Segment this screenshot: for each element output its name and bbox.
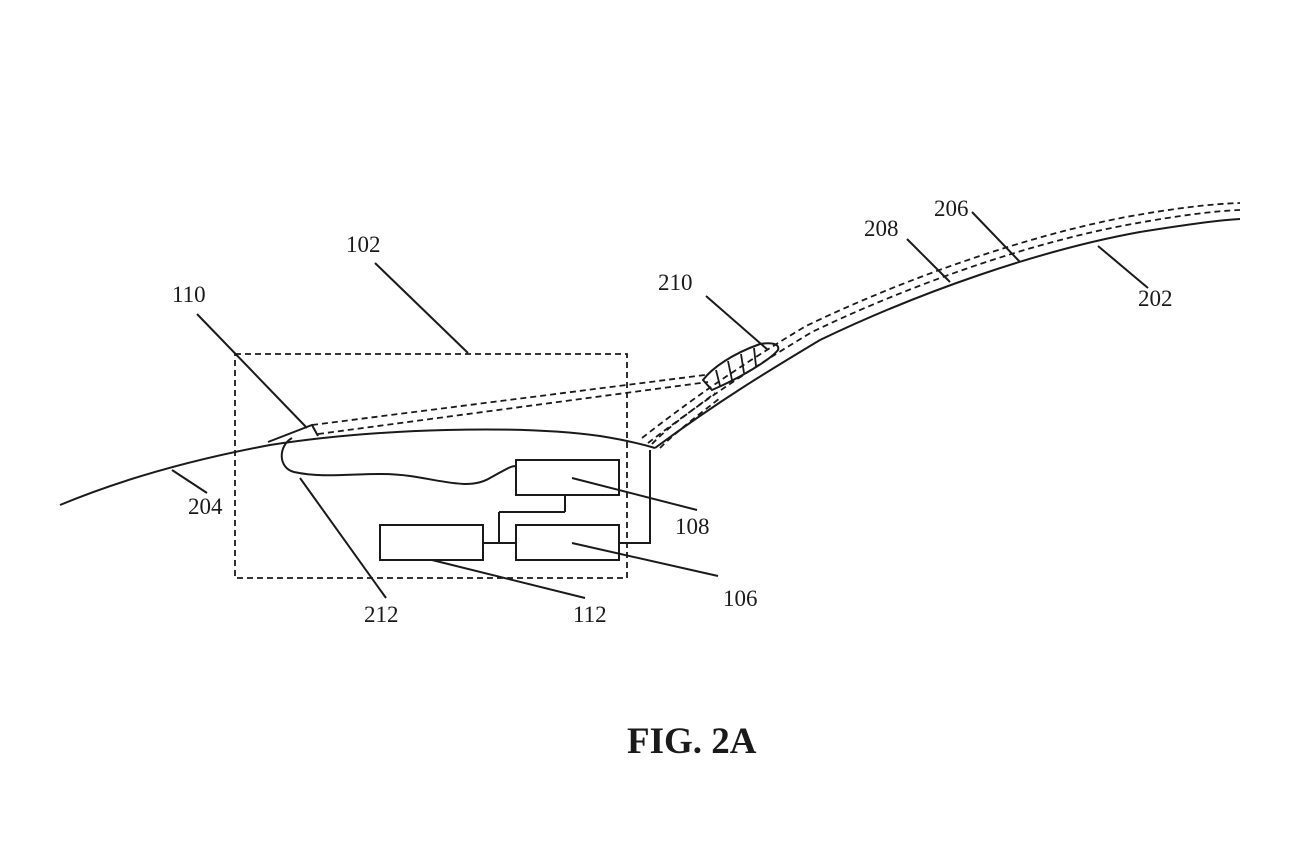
- dashed-line-208: [647, 209, 1241, 444]
- label-204: 204: [188, 494, 223, 519]
- block-112: [379, 524, 484, 561]
- dashed-line-206: [641, 202, 1241, 439]
- vessel-wall-202: [654, 218, 1241, 449]
- lead-from-106: [619, 450, 651, 544]
- leader-210: [705, 295, 769, 351]
- leader-102: [374, 262, 469, 354]
- leader-112: [431, 559, 586, 599]
- leader-110: [196, 313, 308, 429]
- label-210: 210: [658, 270, 693, 295]
- leader-204: [171, 469, 208, 494]
- leader-108: [571, 477, 698, 511]
- implant-lobe: [280, 437, 517, 485]
- figure-caption: FIG. 2A: [627, 721, 757, 762]
- anchor-210-ribs: [715, 347, 757, 387]
- label-206: 206: [934, 196, 969, 221]
- leader-208: [906, 238, 951, 283]
- label-212: 212: [364, 602, 399, 627]
- leader-212: [299, 477, 387, 599]
- label-110: 110: [172, 282, 206, 307]
- leader-202: [1097, 245, 1149, 289]
- dashed-lead-b: [659, 397, 721, 449]
- label-102: 102: [346, 232, 381, 257]
- connector-lines: [483, 495, 566, 544]
- label-202: 202: [1138, 286, 1173, 311]
- dashed-cable-lower: [317, 381, 709, 435]
- leader-206: [971, 211, 1021, 263]
- label-108: 108: [675, 514, 710, 539]
- label-208: 208: [864, 216, 899, 241]
- block-108: [515, 459, 620, 496]
- label-112: 112: [573, 602, 607, 627]
- leader-106: [571, 542, 719, 577]
- body-surface-line: [59, 428, 656, 506]
- block-106: [515, 524, 620, 561]
- label-106: 106: [723, 586, 758, 611]
- dashed-cable-upper: [311, 374, 706, 426]
- housing-dashed-box: [234, 353, 628, 579]
